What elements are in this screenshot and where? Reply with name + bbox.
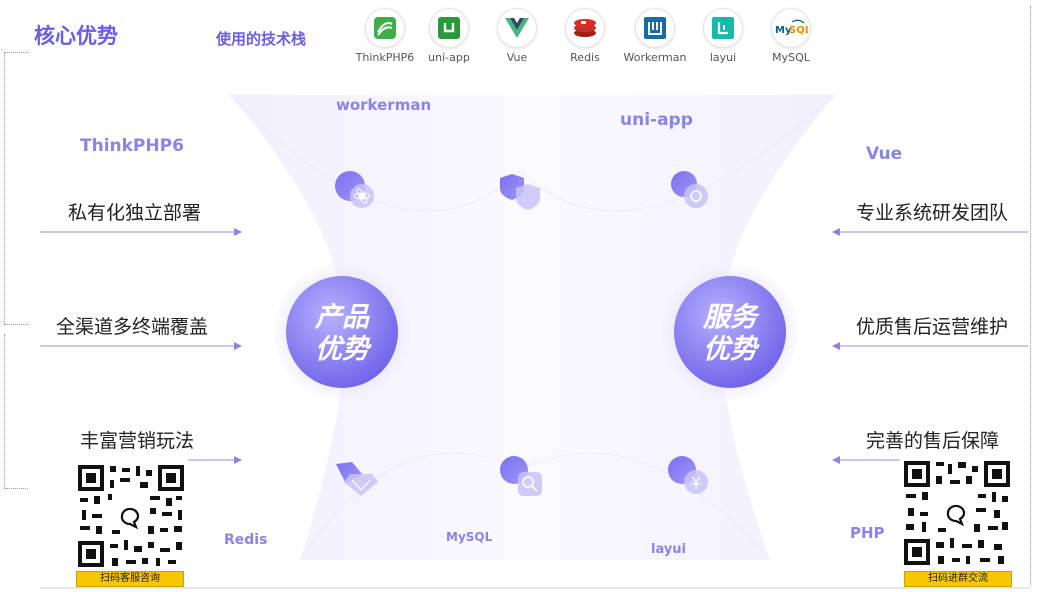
tech-label: Vue	[506, 51, 528, 64]
tech-stack-label: 使用的技术栈	[216, 30, 307, 48]
tech-item-uniapp: uni-app	[416, 8, 482, 64]
label-mysql: MySQL	[446, 530, 493, 544]
svg-text:SQL: SQL	[789, 25, 808, 36]
service-feature-1: 专业系统研发团队	[856, 202, 1009, 224]
left-qr-code	[76, 463, 186, 569]
label-thinkphp: ThinkPHP6	[80, 136, 184, 156]
tech-item-thinkphp: ThinkPHP6	[352, 8, 418, 64]
service-orb-line2: 优势	[703, 334, 760, 365]
product-feature-3: 丰富营销玩法	[80, 430, 195, 452]
search-node-icon	[500, 456, 542, 496]
tech-label: Redis	[570, 51, 600, 64]
shield-node-icon	[500, 174, 540, 210]
react-node-icon	[335, 171, 374, 208]
tech-item-vue: Vue	[484, 8, 550, 64]
page-title: 核心优势	[34, 24, 118, 48]
product-orb-line2: 优势	[315, 334, 372, 365]
tech-item-redis: Redis	[552, 8, 618, 64]
product-feature-1: 私有化独立部署	[68, 202, 202, 224]
arrow-left-2	[40, 342, 242, 350]
workerman-icon	[635, 8, 675, 48]
arrow-right-2	[832, 342, 1028, 350]
guide-line-left-upper	[4, 52, 5, 324]
tech-item-workerman: Workerman	[622, 8, 688, 64]
tech-label: Workerman	[623, 51, 687, 64]
guide-line-left-lower	[4, 334, 5, 488]
tech-label: MySQL	[772, 51, 810, 64]
label-redis: Redis	[224, 532, 268, 548]
service-feature-2: 优质售后运营维护	[856, 316, 1009, 338]
guide-line-mid	[4, 324, 28, 325]
svg-text:My: My	[775, 25, 792, 36]
tech-label: uni-app	[428, 51, 470, 64]
guide-line-bottom	[4, 488, 28, 489]
diamond-node-icon	[336, 462, 378, 496]
label-layui: layui	[651, 542, 687, 557]
arrow-right-1	[832, 228, 1028, 236]
service-orb-line1: 服务	[702, 302, 761, 333]
tech-item-layui: layui	[690, 8, 756, 64]
arrow-right-3	[832, 456, 900, 464]
arrow-left-1	[40, 228, 242, 236]
vue-icon	[497, 8, 537, 48]
tech-label: ThinkPHP6	[355, 51, 415, 64]
hourglass-band	[230, 95, 835, 560]
label-vue: Vue	[866, 144, 903, 164]
product-orb	[286, 276, 398, 388]
currency-node-icon	[668, 456, 708, 494]
settings-node-icon	[671, 171, 708, 208]
product-feature-2: 全渠道多终端覆盖	[56, 316, 209, 338]
label-php: PHP	[850, 524, 885, 542]
right-qr-code	[902, 459, 1012, 567]
guide-line-right	[1030, 6, 1031, 586]
left-qr-caption: 扫码客服咨询	[76, 571, 184, 587]
tech-label: layui	[709, 51, 737, 64]
uniapp-icon	[429, 8, 469, 48]
service-orb	[674, 276, 786, 388]
tech-stack-row: ThinkPHP6 uni-app Vue Redis Workerman la…	[352, 8, 822, 70]
arrow-left-3	[188, 456, 242, 464]
redis-icon	[565, 8, 605, 48]
thinkphp-icon	[365, 8, 405, 48]
layui-icon	[703, 8, 743, 48]
right-qr-caption: 扫码进群交流	[904, 571, 1012, 587]
label-uniapp: uni-app	[620, 110, 693, 130]
guide-line-top	[4, 52, 28, 53]
label-workerman: workerman	[336, 96, 432, 114]
service-feature-3: 完善的售后保障	[866, 430, 1000, 452]
product-orb-line1: 产品	[314, 302, 370, 333]
